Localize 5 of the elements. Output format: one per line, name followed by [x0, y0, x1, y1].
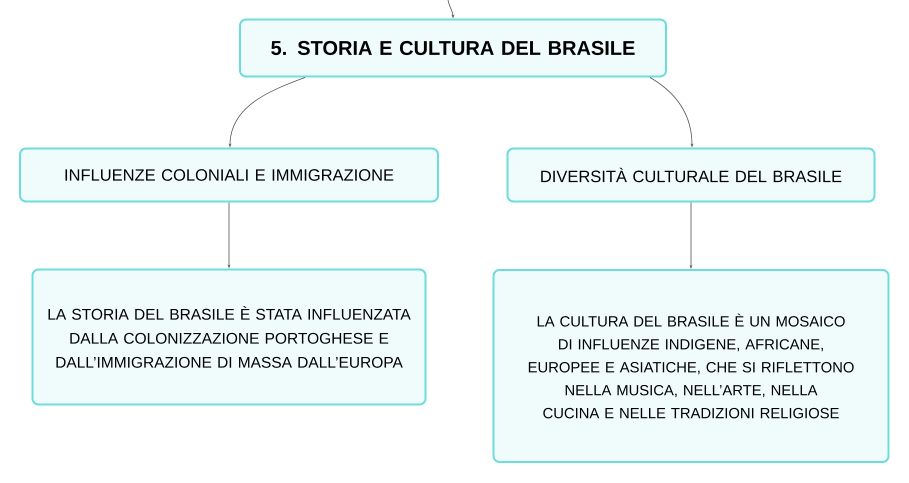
- topic-box: 5. STORIA E CULTURA DEL BRASILE: [239, 18, 667, 78]
- subtopic-box: DIVERSITÀ CULTURALE DEL BRASILE: [506, 148, 876, 202]
- subtopic-box: INFLUENZE COLONIALI E IMMIGRAZIONE: [19, 148, 439, 202]
- description-box: LA STORIA DEL BRASILE È STATA INFLUENZATA DALLA COLONIZZAZIONE PORTOGHESE E DALL’IMMIGRAZIONE DI MASSA DALL’EUROPA: [32, 268, 426, 406]
- description-box: LA CULTURA DEL BRASILE È UN MOSAICO DI INFLUENZE INDIGENE, AFRICANE, EUROPEE E ASIATICHE, CHE SI RIFLETTONO NELLA MUSICA, NELL’ARTE, NELLA CUCINA E NELLE TRADIZIONI RELIGIOSE: [492, 269, 890, 463]
